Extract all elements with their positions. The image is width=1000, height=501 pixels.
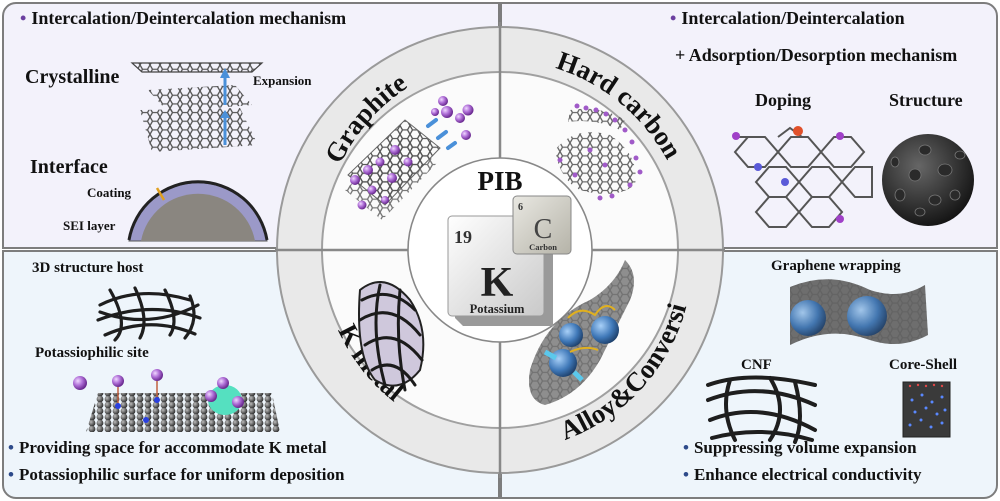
graphene-layers-graphic (130, 62, 264, 152)
center-title: PIB (477, 166, 522, 196)
hard-carbon-mechanism-line2: + Adsorption/Desorption mechanism (675, 45, 958, 65)
expansion-label: Expansion (253, 73, 312, 88)
potassium-symbol: K (481, 260, 514, 306)
potassium-name: Potassium (470, 302, 525, 316)
doped-graphene-atoms (732, 126, 844, 223)
core-shell-label: Core-Shell (889, 357, 958, 373)
structure-label: Structure (889, 90, 963, 110)
k-metal-graphic (358, 281, 425, 392)
graphene-wrapping-graphic (790, 279, 928, 345)
potassiophilic-site-label: Potassiophilic site (35, 345, 149, 361)
carbon-symbol: C (534, 214, 553, 245)
hard-carbon-graphic (555, 103, 643, 201)
graphite-mechanism-text: Intercalation/Deintercalation mechanism (20, 8, 346, 29)
doping-label: Doping (755, 90, 812, 110)
potassiophilic-surface-graphic (73, 369, 280, 432)
crystalline-label: Crystalline (25, 66, 120, 88)
carbon-name: Carbon (529, 242, 557, 252)
carbon-element-tile: 6 C Carbon (512, 195, 572, 255)
k-metal-bullet-2: Potassiophilic surface for uniform depos… (8, 465, 345, 485)
doped-graphene-graphic (733, 126, 873, 228)
alloy-bullet-2: Enhance electrical conductivity (683, 465, 922, 485)
interface-label: Interface (30, 156, 108, 178)
k-metal-bullet-1: Providing space for accommodate K metal (8, 438, 327, 458)
graphene-wrapping-label: Graphene wrapping (771, 258, 901, 274)
cnf-label: CNF (741, 357, 772, 373)
graphite-intercalation-graphic (345, 96, 474, 220)
carbon-atomic-number: 6 (518, 202, 523, 213)
coating-label: Coating (87, 185, 132, 200)
3d-host-graphic (96, 286, 202, 342)
potassium-atomic-number: 19 (454, 227, 472, 247)
cnf-graphic (706, 375, 817, 444)
sei-particle-graphic (127, 180, 269, 242)
core-shell-graphic (902, 381, 951, 438)
alloy-conversion-graphic (529, 260, 634, 405)
porous-sphere-graphic (882, 134, 974, 226)
hard-carbon-mechanism-line1: Intercalation/Deintercalation (670, 8, 904, 29)
sei-layer-label: SEI layer (63, 218, 116, 233)
3d-host-label: 3D structure host (32, 260, 144, 276)
alloy-bullet-1: Suppressing volume expansion (683, 438, 917, 458)
